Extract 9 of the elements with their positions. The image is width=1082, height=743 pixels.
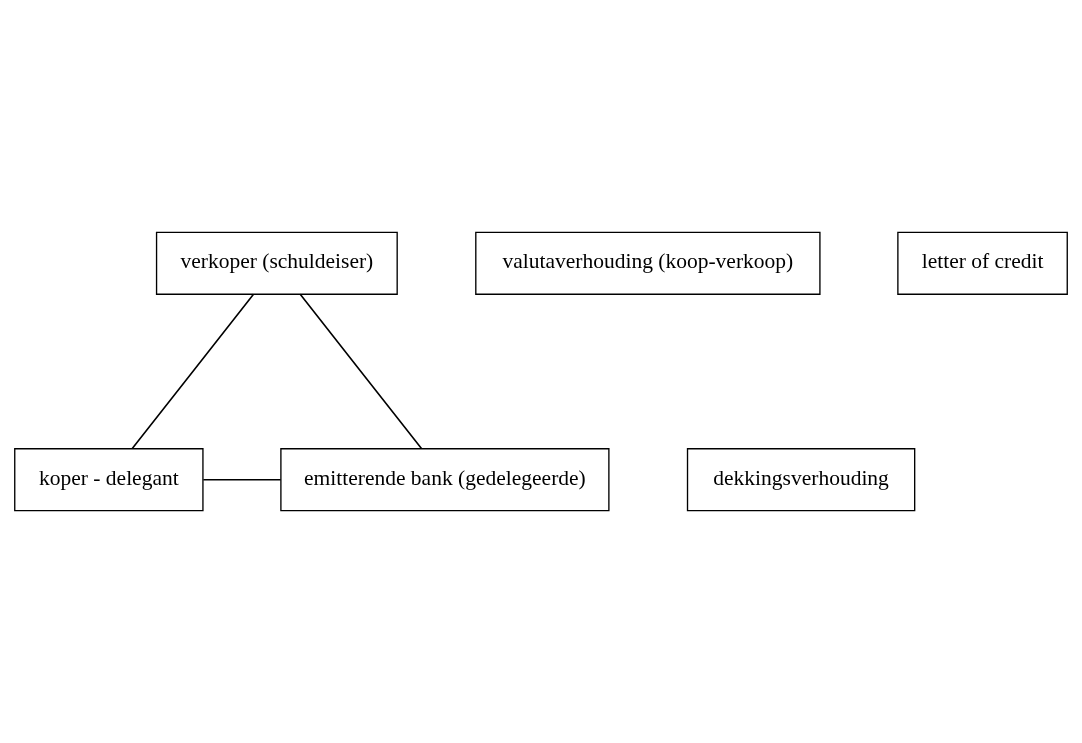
node-box: letter of credit — [897, 231, 1068, 295]
node-box: emitterende bank (gedelegeerde) — [280, 448, 610, 512]
node-box: verkoper (schuldeiser) — [155, 231, 398, 295]
connector — [299, 293, 423, 450]
node-box: dekkingsverhouding — [686, 448, 916, 512]
connector — [202, 478, 282, 481]
node-box: valutaverhouding (koop-verkoop) — [475, 231, 821, 295]
node-box: koper - delegant — [14, 448, 204, 512]
connector — [131, 293, 255, 450]
